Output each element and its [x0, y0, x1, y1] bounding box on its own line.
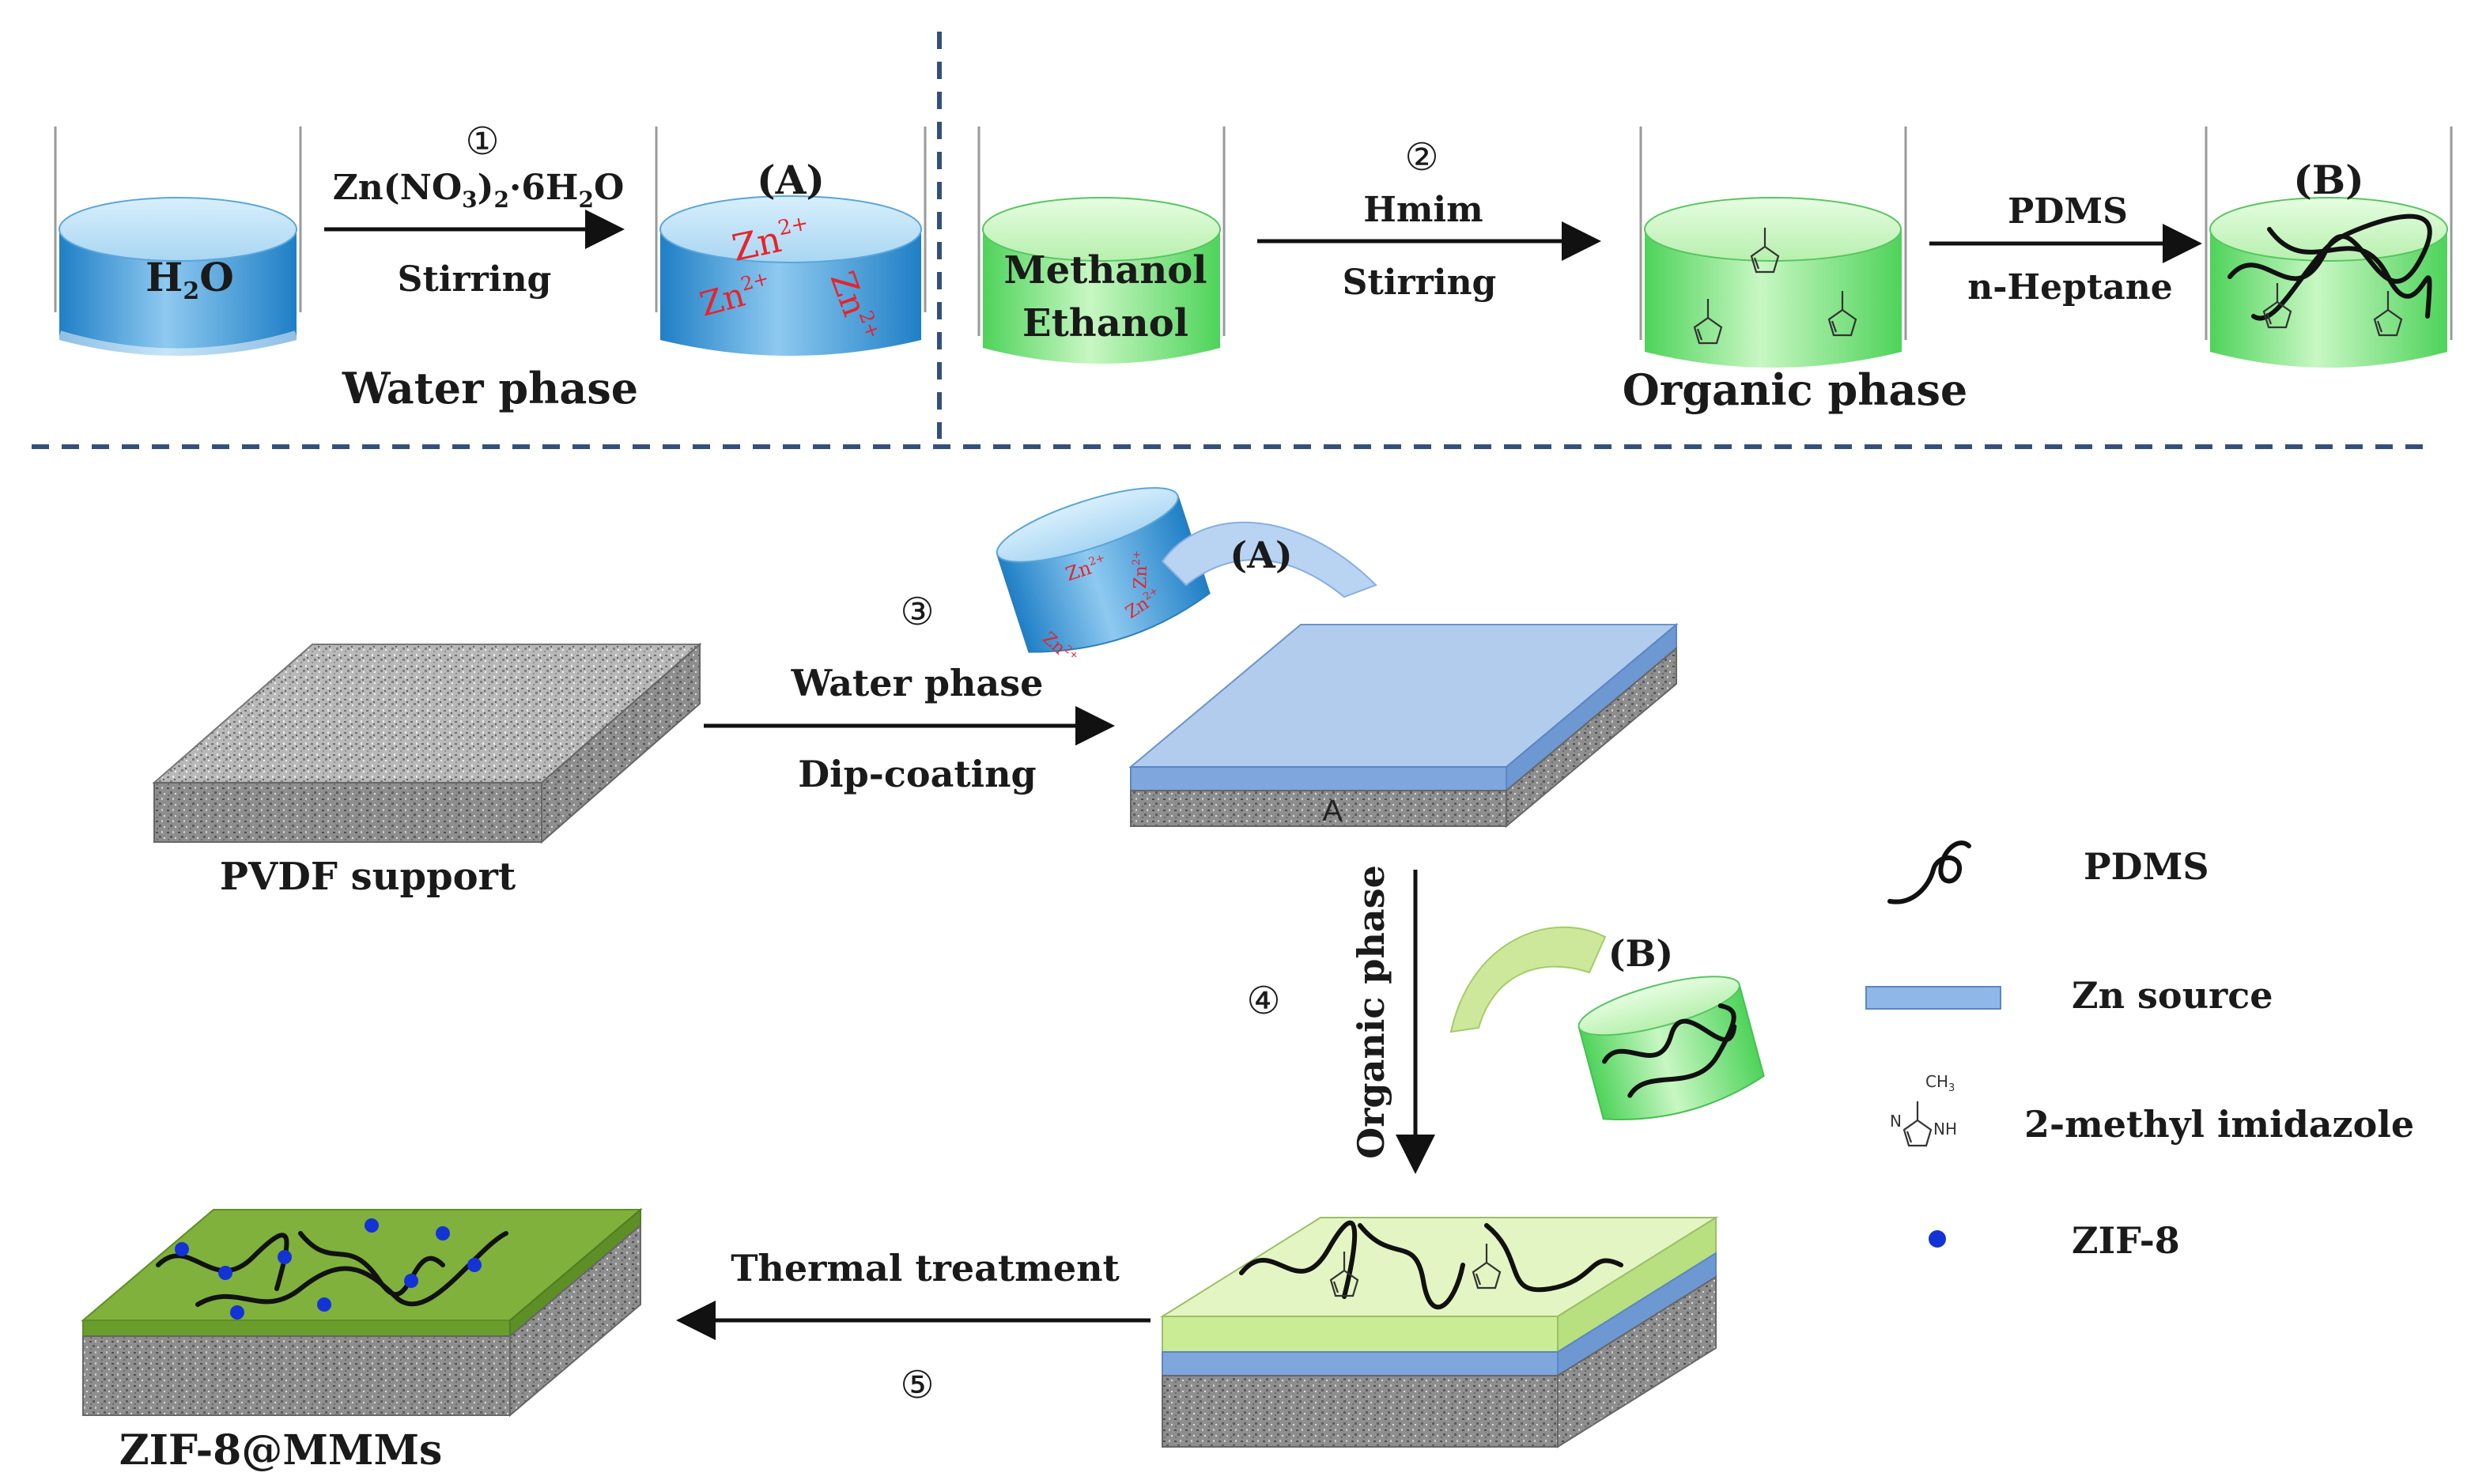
- beaker-solvent: Methanol Ethanol: [977, 126, 1226, 364]
- pdms-step-label: PDMS: [2008, 191, 2128, 232]
- pvdf-support: [152, 642, 702, 844]
- step5-number: ⑤: [900, 1363, 934, 1407]
- step3-number: ③: [900, 590, 934, 634]
- support-a-letter: A: [1322, 795, 1343, 828]
- product-label: ZIF-8@MMMs: [119, 1426, 443, 1475]
- svg-text:NH: NH: [1933, 1120, 1957, 1138]
- pdms-coated-support: [1159, 1216, 1719, 1448]
- step1-number: ①: [465, 119, 499, 164]
- beaker-a-label: (A): [757, 157, 825, 203]
- legend-zn-source: Zn source: [2072, 974, 2273, 1017]
- imidazole-molecule-icon: CH3 NH N: [1890, 1072, 1957, 1147]
- solvent-ethanol: Ethanol: [1022, 301, 1188, 346]
- legend-pdms: PDMS: [2084, 845, 2209, 888]
- pour-b-label: (B): [1608, 932, 1673, 975]
- pouring-beaker-b: [1578, 976, 1765, 1120]
- pouring-beaker-a: Zn2+ Zn2+ Zn2+ Zn2+: [996, 487, 1211, 663]
- step1-reagent: Zn(NO3)2·6H2O: [333, 168, 625, 213]
- step4-organic-phase: Organic phase: [1350, 865, 1392, 1159]
- beaker-b: (B): [2205, 126, 2453, 368]
- svg-text:Zn2+: Zn2+: [1130, 550, 1152, 590]
- legend-zif8: ZIF-8: [2072, 1219, 2180, 1262]
- pdms-chain-icon: [1887, 840, 1971, 904]
- coated-support-a: A: [1128, 622, 1679, 829]
- step2-reagent: Hmim: [1363, 190, 1483, 230]
- pour-a-curved-arrow: [1161, 521, 1377, 599]
- step5-thermal-treatment: Thermal treatment: [731, 1247, 1120, 1290]
- product-membrane: [81, 1207, 643, 1418]
- h2o-label: H: [145, 254, 183, 300]
- heptane-label: n-Heptane: [1967, 267, 2172, 308]
- step3-water-phase: Water phase: [791, 662, 1044, 704]
- beaker-b-label: (B): [2293, 157, 2364, 203]
- beaker-hmim: [1639, 126, 1907, 368]
- pour-b-curved-arrow: [1449, 926, 1607, 1033]
- svg-text:H2O: H2O: [145, 254, 234, 305]
- legend: PDMS Zn source CH3 NH N 2-methyl imidazo…: [1865, 840, 2414, 1262]
- step2-number: ②: [1404, 135, 1438, 179]
- svg-text:CH3: CH3: [1925, 1072, 1955, 1094]
- step2-action: Stirring: [1343, 262, 1497, 303]
- beaker-h2o: H2O: [54, 126, 302, 360]
- solvent-methanol: Methanol: [1004, 248, 1207, 293]
- pvdf-support-label: PVDF support: [220, 855, 516, 899]
- legend-imidazole: 2-methyl imidazole: [2024, 1103, 2414, 1146]
- organic-phase-label: Organic phase: [1623, 364, 1967, 415]
- step1-action: Stirring: [398, 259, 552, 300]
- zn-source-bar-icon: [1865, 986, 2001, 1010]
- zif8-dot-icon: [1929, 1230, 1946, 1248]
- beaker-a: (A) Zn2+ Zn2+ Zn2+: [655, 126, 927, 356]
- step3-dip-coating: Dip-coating: [798, 753, 1036, 795]
- svg-text:N: N: [1890, 1112, 1902, 1131]
- step4-number: ④: [1246, 979, 1280, 1023]
- water-phase-label: Water phase: [342, 363, 638, 413]
- pour-a-label: (A): [1230, 534, 1292, 576]
